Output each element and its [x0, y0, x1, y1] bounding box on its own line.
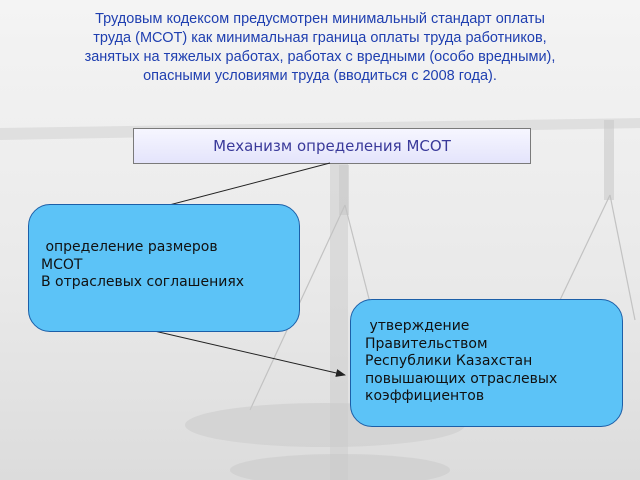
right-box-line: коэффициентов — [365, 388, 485, 404]
right-box-line: утверждение — [365, 318, 470, 334]
left-box-line: В отраслевых соглашениях — [41, 274, 245, 290]
right-box-line: Правительством — [365, 335, 488, 352]
arrow-to-right-box — [149, 329, 346, 377]
intro-line: труда (МСОТ) как минимальная граница опл… — [93, 30, 547, 46]
right-process-box: утверждение Правительством Республики Ка… — [350, 299, 623, 427]
mechanism-title-label: Механизм определения МСОТ — [213, 137, 451, 155]
left-box-line: МСОТ — [41, 256, 83, 273]
left-box-line: определение размеров — [41, 239, 218, 255]
intro-line: Трудовым кодексом предусмотрен минимальн… — [95, 11, 545, 27]
mechanism-title-box: Механизм определения МСОТ — [133, 128, 531, 164]
right-box-line: Республики Казахстан — [365, 353, 533, 369]
arrow-to-left-box — [149, 162, 331, 212]
intro-line: занятых на тяжелых работах, работах с вр… — [84, 49, 556, 65]
intro-line: опасными условиями труда (вводиться с 20… — [143, 68, 497, 84]
intro-text: Трудовым кодексом предусмотрен минимальн… — [40, 10, 600, 86]
left-process-box: определение размеров МСОТ В отраслевых с… — [28, 204, 300, 332]
right-box-line: повышающих отраслевых — [365, 370, 558, 387]
